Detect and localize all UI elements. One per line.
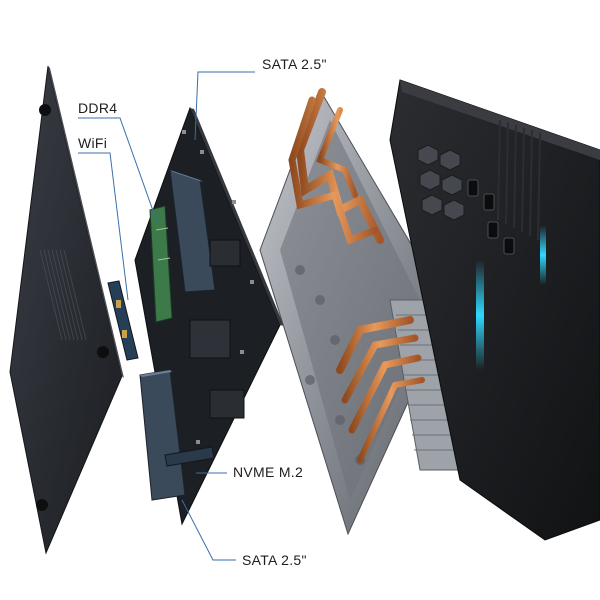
leader-line-sata-top	[194, 71, 255, 141]
wifi-card	[107, 280, 139, 361]
ddr4-module	[149, 205, 173, 323]
label-sata-top: SATA 2.5"	[262, 56, 327, 72]
label-sata-bottom: SATA 2.5"	[242, 552, 307, 568]
outer-case	[389, 79, 600, 541]
io-port	[487, 221, 499, 239]
label-wifi: WiFi	[78, 135, 108, 151]
accent-light-strip	[540, 225, 546, 285]
bottom-panel	[9, 65, 124, 555]
label-nvme: NVME M.2	[233, 464, 304, 480]
motherboard	[134, 106, 284, 526]
sata-ssd-bottom	[139, 369, 186, 501]
leader-line-sata-bottom	[181, 499, 236, 561]
heat-pipes-lower	[336, 316, 425, 463]
nvme-m2-drive	[164, 446, 215, 467]
leader-lines	[78, 71, 255, 561]
leader-line-ddr4	[78, 117, 158, 223]
io-port	[503, 237, 515, 255]
accent-light-strip	[476, 260, 484, 370]
rubber-foot	[39, 104, 51, 116]
label-ddr4: DDR4	[78, 100, 118, 116]
io-port	[467, 179, 479, 197]
heat-pipes-upper	[288, 88, 384, 245]
rubber-foot	[36, 499, 48, 511]
hex-vent	[417, 144, 465, 221]
rubber-foot	[97, 346, 109, 358]
leader-line-wifi	[78, 152, 129, 301]
io-port	[483, 193, 495, 211]
